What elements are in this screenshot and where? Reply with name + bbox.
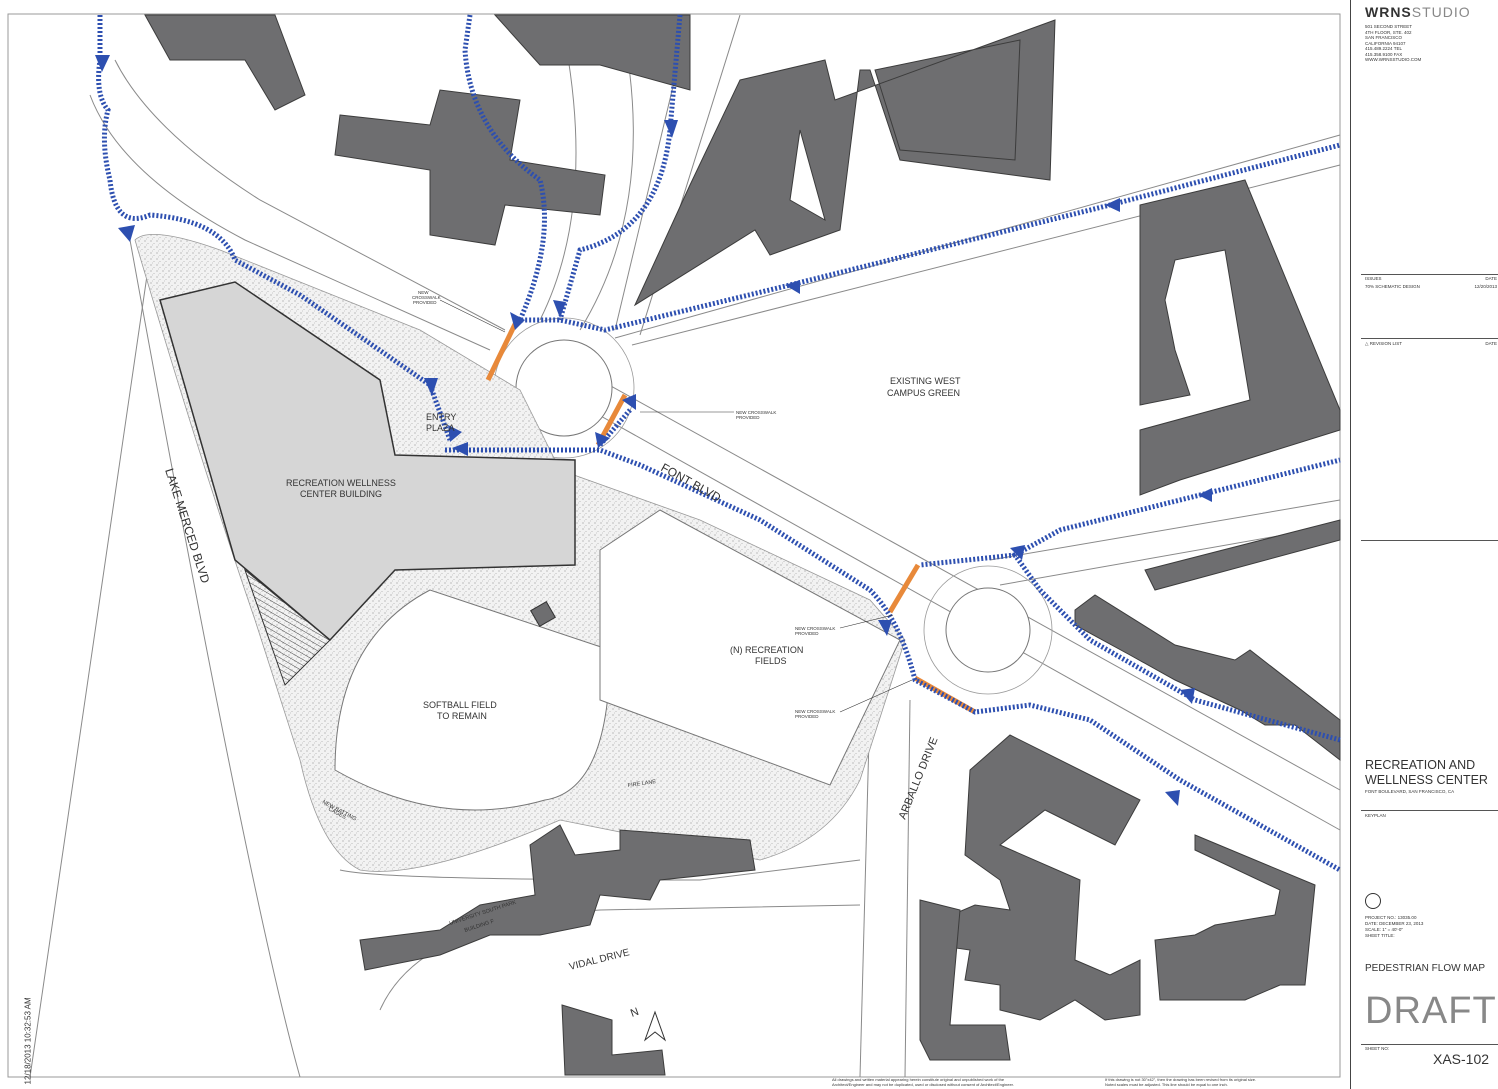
street-label-arballo: ARBALLO DRIVE [897, 736, 941, 822]
north-arrow-icon [643, 1010, 667, 1042]
label-recreation-fields-1: (N) RECREATION [730, 645, 803, 655]
hatched-patio [243, 568, 331, 686]
pedestrian-flow-paths [96, 14, 1342, 873]
crosswalk-note-1b: CROSSWALK [412, 295, 441, 300]
north-compass-icon [1365, 893, 1381, 909]
firm-logo: WRNSSTUDIO [1365, 4, 1471, 20]
recreation-fields [599, 509, 901, 786]
crosswalk-note-1a: NEW [418, 290, 429, 295]
project-address: FONT BOULEVARD, SAN FRANCISCO, CA [1365, 789, 1455, 794]
label-softball-2: TO REMAIN [437, 711, 487, 721]
crosswalk-note-3b: PROVIDED [795, 631, 819, 636]
sheet-number: XAS-102 [1433, 1051, 1490, 1067]
softball-field [334, 589, 611, 811]
existing-buildings [144, 14, 1341, 1076]
plot-datestamp: 12/18/2013 10:32:53 AM [23, 997, 33, 1085]
label-rec-building-1: RECREATION WELLNESS [286, 478, 396, 488]
flow-arrows [95, 55, 1212, 806]
crosswalk-note-3a: NEW CROSSWALK [795, 626, 835, 631]
street-label-lake-merced: LAKE MERCED BLVD [162, 467, 212, 586]
crosswalk-note-4a: NEW CROSSWALK [795, 709, 835, 714]
sheet-border [7, 13, 1341, 1078]
label-entry-plaza-1: ENTRY [426, 412, 456, 422]
crosswalk-note-2a: NEW CROSSWALK [736, 410, 776, 415]
footnote-copyright: All drawings and written material appear… [832, 1077, 1014, 1087]
roundabout-south [945, 587, 1031, 673]
label-campus-green-2: CAMPUS GREEN [887, 388, 960, 398]
north-arrow-label: N [629, 1006, 641, 1020]
street-label-vidal: VIDAL DRIVE [568, 947, 631, 973]
label-softball-1: SOFTBALL FIELD [423, 700, 497, 710]
site-plan-map: LAKE MERCED BLVD FONT BLVD ARBALLO DRIVE… [7, 13, 1342, 1078]
label-rec-building-2: CENTER BUILDING [300, 489, 382, 499]
crosswalk-note-4b: PROVIDED [795, 714, 819, 719]
label-entry-plaza-2: PLAZA [426, 423, 455, 433]
label-campus-green-1: EXISTING WEST [890, 376, 961, 386]
revision-triangle-icon: △ [1365, 341, 1370, 346]
footnote-scale: If this drawing is not 30"x42", then the… [1105, 1077, 1257, 1087]
sheet-title: PEDESTRIAN FLOW MAP [1365, 963, 1486, 974]
keyplan-label: KEYPLAN [1365, 813, 1386, 818]
label-recreation-fields-2: FIELDS [755, 656, 787, 666]
rec-wellness-building [159, 281, 576, 642]
draft-stamp: DRAFT [1365, 990, 1497, 1032]
label-fire-lane: FIRE LANE [627, 779, 656, 789]
sheet-no-label: SHEET NO: [1365, 1046, 1390, 1051]
crosswalk-note-2b: PROVIDED [736, 415, 760, 420]
crosswalk-note-1c: PROVIDED [413, 300, 437, 305]
